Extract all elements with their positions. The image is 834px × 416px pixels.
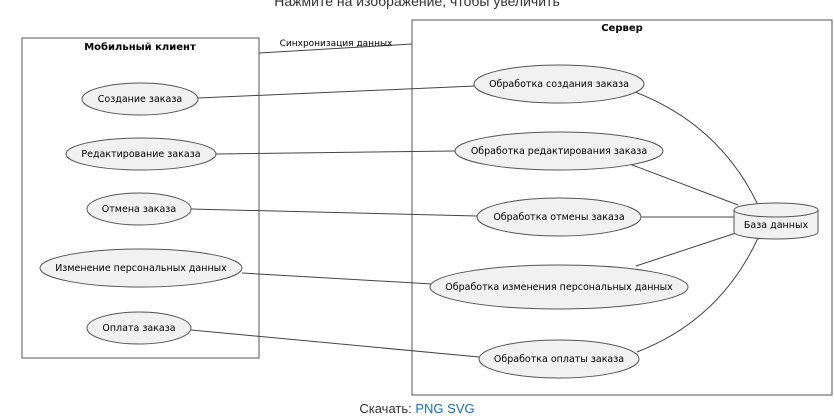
- svg-text:Обработка отмены заказа: Обработка отмены заказа: [493, 212, 624, 223]
- db-link-edit: [626, 162, 739, 206]
- db-link-create: [634, 91, 759, 206]
- client-box-title: Мобильный клиент: [84, 41, 196, 53]
- link-edit: [215, 150, 456, 155]
- link-payment: [190, 329, 480, 358]
- use-case-process-personal-data[interactable]: Обработка изменения персональных данных: [429, 264, 689, 310]
- use-case-edit-order[interactable]: Редактирование заказа: [65, 137, 217, 171]
- use-case-cancel-order[interactable]: Отмена заказа: [86, 192, 192, 226]
- svg-text:Оплата заказа: Оплата заказа: [102, 323, 175, 334]
- sync-label: Синхронизация данных: [280, 39, 393, 49]
- svg-text:Обработка оплаты заказа: Обработка оплаты заказа: [494, 354, 624, 365]
- sync-connector: [258, 43, 413, 54]
- svg-text:Обработка изменения персональн: Обработка изменения персональных данных: [445, 282, 673, 293]
- svg-text:Обработка редактирования заказ: Обработка редактирования заказа: [471, 146, 647, 157]
- use-case-create-order[interactable]: Создание заказа: [81, 82, 199, 116]
- use-case-change-personal-data[interactable]: Изменение персональных данных: [39, 248, 243, 288]
- use-case-pay-order[interactable]: Оплата заказа: [86, 311, 192, 345]
- use-case-process-create[interactable]: Обработка создания заказа: [473, 64, 645, 104]
- svg-text:Обработка создания заказа: Обработка создания заказа: [489, 79, 629, 90]
- use-case-process-cancel[interactable]: Обработка отмены заказа: [476, 197, 642, 237]
- svg-text:Создание заказа: Создание заказа: [98, 94, 182, 105]
- use-case-process-edit[interactable]: Обработка редактирования заказа: [454, 131, 664, 171]
- db-link-personal: [635, 232, 737, 267]
- link-cancel: [190, 208, 478, 217]
- server-box-title: Сервер: [601, 23, 643, 34]
- link-personal: [241, 272, 433, 285]
- svg-text:Отмена заказа: Отмена заказа: [102, 204, 176, 215]
- database-node[interactable]: База данных: [733, 202, 819, 240]
- diagram-caption-top[interactable]: Нажмите на изображение, чтобы увеличить: [274, 0, 560, 9]
- database-label: База данных: [744, 220, 809, 231]
- use-case-process-payment[interactable]: Обработка оплаты заказа: [478, 339, 640, 379]
- svg-text:Редактирование заказа: Редактирование заказа: [81, 149, 200, 160]
- svg-text:Изменение персональных данных: Изменение персональных данных: [55, 263, 227, 274]
- db-link-payment: [636, 237, 759, 353]
- link-create: [197, 85, 476, 99]
